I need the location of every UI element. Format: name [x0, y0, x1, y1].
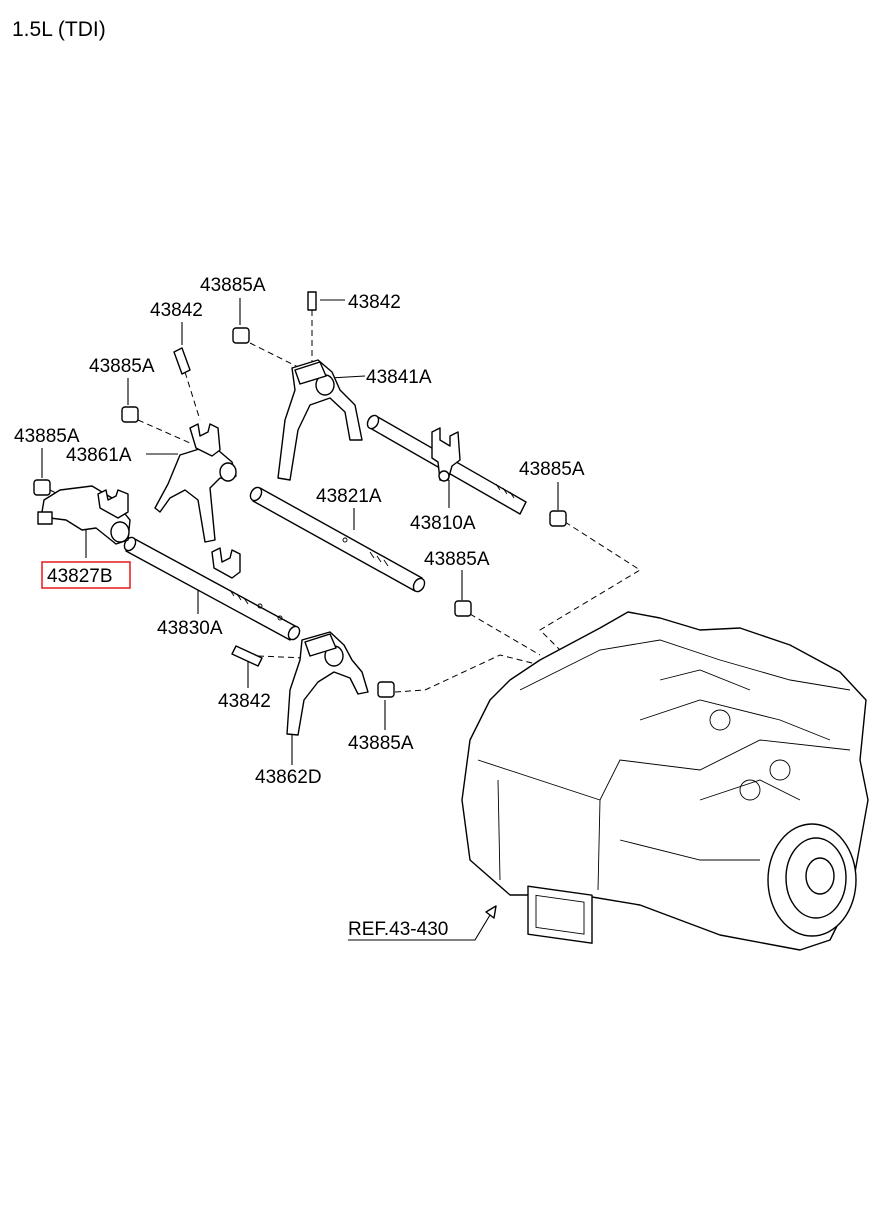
shift-rod-43821A — [249, 486, 426, 593]
bushings — [33, 327, 567, 698]
part-labels: 43885A 43842 43842 43885A 43841A 43885A … — [14, 275, 585, 940]
label-43821A[interactable]: 43821A — [316, 486, 382, 507]
spring-pin-bottom — [231, 645, 263, 667]
label-43861A[interactable]: 43861A — [66, 445, 132, 466]
bushing-1 — [232, 327, 250, 344]
highlighted-part-43827B[interactable]: 43827B — [41, 561, 131, 589]
label-43885A-6[interactable]: 43885A — [348, 733, 414, 754]
label-43885A-4[interactable]: 43885A — [519, 459, 585, 480]
shift-fork-43841A — [277, 359, 363, 481]
label-43841A[interactable]: 43841A — [366, 367, 432, 388]
label-43842-1[interactable]: 43842 — [348, 292, 401, 313]
bushing-6 — [377, 681, 395, 698]
label-43830A[interactable]: 43830A — [157, 618, 223, 639]
highlight-box — [41, 561, 131, 589]
label-43862D[interactable]: 43862D — [255, 767, 322, 788]
label-43842-3[interactable]: 43842 — [218, 691, 271, 712]
label-43827B[interactable]: 43827B — [47, 566, 113, 587]
label-43885A-1[interactable]: 43885A — [200, 275, 266, 296]
label-43885A-3[interactable]: 43885A — [14, 426, 80, 447]
label-43885A-5[interactable]: 43885A — [424, 549, 490, 570]
label-ref-43-430[interactable]: REF.43-430 — [348, 919, 448, 940]
shift-fork-43862D — [286, 631, 369, 736]
ref-arrow — [348, 905, 497, 941]
bushing-3 — [33, 479, 51, 496]
transmission-housing — [461, 611, 869, 951]
spring-pin-top — [307, 291, 317, 311]
label-43885A-2[interactable]: 43885A — [89, 356, 155, 377]
shift-fork-43861A — [154, 423, 237, 543]
shift-lever-43827B — [37, 485, 131, 545]
shift-lug-43830A — [211, 547, 241, 579]
bushing-4 — [549, 510, 567, 527]
leader-lines — [41, 298, 559, 765]
spring-pin-mid — [173, 347, 191, 375]
shift-lug-43810A — [431, 427, 461, 482]
label-43842-2[interactable]: 43842 — [150, 300, 203, 321]
bushing-2 — [121, 406, 139, 423]
diagram-title: 1.5L (TDI) — [12, 18, 106, 41]
label-43810A[interactable]: 43810A — [410, 513, 476, 534]
bushing-5 — [454, 600, 472, 617]
